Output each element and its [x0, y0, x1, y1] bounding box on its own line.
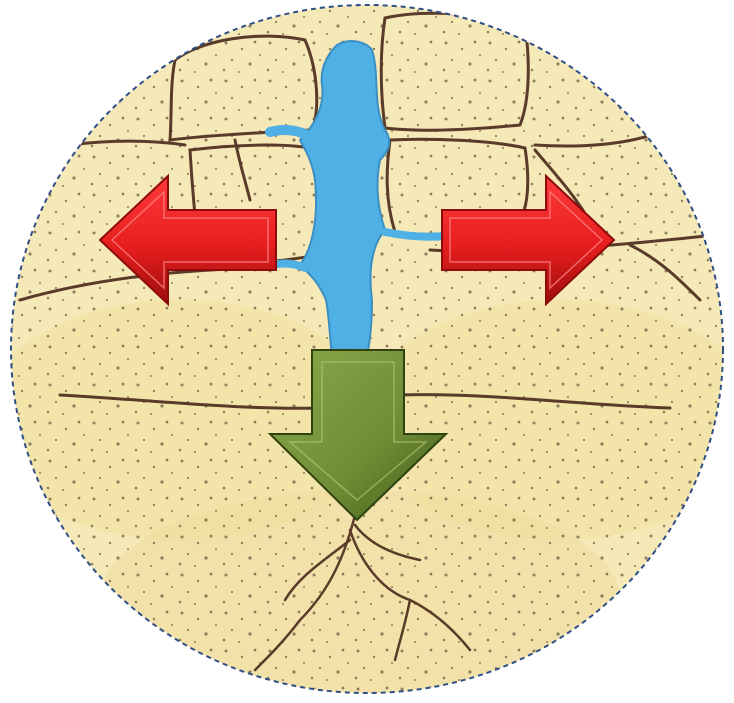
frost-wedging-diagram [0, 0, 734, 699]
diagram-canvas [0, 0, 734, 699]
